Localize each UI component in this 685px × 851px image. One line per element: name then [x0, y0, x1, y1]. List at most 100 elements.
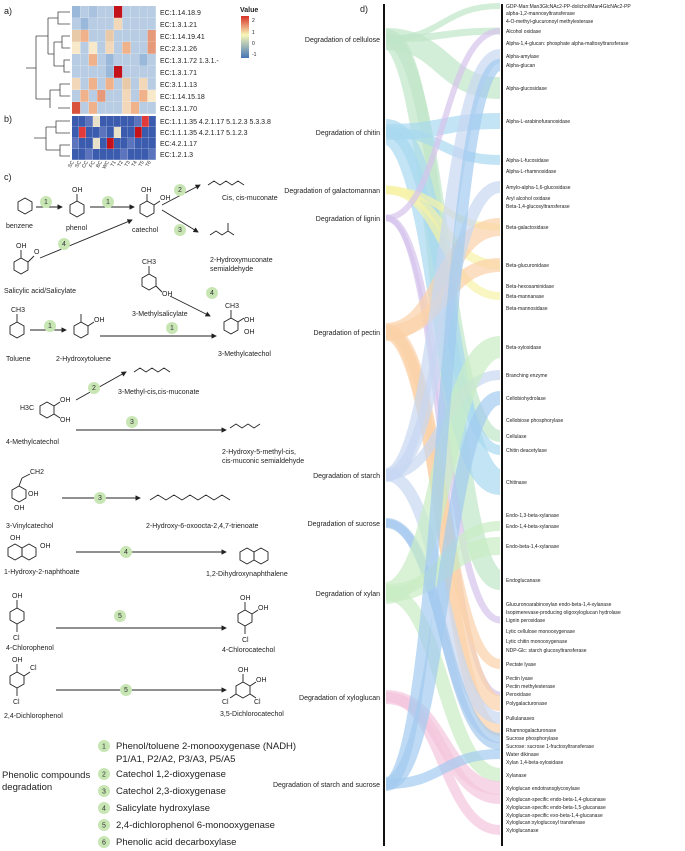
heatmap-column-label: WC: [101, 160, 111, 171]
atom-label: OH: [72, 187, 83, 194]
heatmap-cell: [114, 30, 123, 42]
heatmap-row-label: EC:1.3.1.70: [160, 106, 197, 113]
heatmap-cell: [139, 54, 148, 66]
heatmap-cell: [114, 127, 121, 138]
enzyme-badge: [98, 740, 110, 752]
sankey-enzyme: Water dikinase: [506, 752, 539, 758]
heatmap-cell: [88, 66, 97, 78]
sankey-category: Degradation of xylan: [316, 591, 380, 598]
heatmap-cell: [147, 78, 156, 90]
sankey-category: Degradation of sucrose: [308, 521, 380, 528]
pathway-diagram: [7, 180, 269, 699]
enzyme-badge: [120, 546, 132, 558]
sankey-enzyme: Alpha-glucan: [506, 63, 535, 69]
atom-label: OH: [256, 677, 267, 684]
heatmap-cell: [128, 149, 135, 160]
compound-label: benzene: [6, 223, 33, 230]
sankey-enzyme: Beta-xylosidase: [506, 345, 542, 351]
atom-label: Cl: [30, 665, 37, 672]
enzyme-badge: [98, 768, 110, 780]
compound-label: 3-Methylcatechol: [218, 351, 271, 358]
compound-label: 3-Vinylcatechol: [6, 523, 54, 530]
enzyme-badge: [98, 802, 110, 814]
heatmap-cell: [80, 42, 89, 54]
dichlorophenol-structure: [9, 671, 25, 689]
heatmap-cell: [97, 54, 106, 66]
heatmap-cell: [130, 78, 139, 90]
sankey-enzyme: Xylanase: [506, 773, 527, 779]
atom-label: OH: [60, 397, 71, 404]
colorbar: Value 2 1 0 -1: [240, 7, 258, 58]
heatmap-cell: [72, 42, 81, 54]
sankey-category: Degradation of galactomannan: [284, 188, 380, 195]
heatmap-cell: [107, 149, 114, 160]
sankey-enzyme: Alpha-L-rhamnosidase: [506, 169, 557, 175]
heatmap-cell: [149, 149, 156, 160]
dihydroxynaph-ring2: [253, 547, 269, 565]
heatmap-cell: [72, 116, 79, 127]
compound-label: 2,4-Dichlorophenol: [4, 713, 63, 720]
salicylate-structure: [13, 257, 29, 275]
compound-labels: benzene phenol catechol Cis, cis-muconat…: [4, 195, 304, 720]
enzyme-badge-number: 6: [102, 840, 106, 847]
heatmap-cell: [130, 42, 139, 54]
sankey-enzyme: Beta-mannanase: [506, 294, 544, 300]
sankey-enzyme: Glucuronoarabinoxylan endo-beta-1,4-xyla…: [506, 602, 612, 608]
hydroxymuconate-structure: [209, 223, 235, 236]
muconate-structure: [207, 180, 245, 186]
sankey-category: Degradation of cellulose: [305, 37, 380, 44]
heatmap-cell: [139, 78, 148, 90]
sankey-enzyme: Alpha-L-arabinofuranosidase: [506, 119, 570, 125]
heatmap-cell: [122, 90, 131, 102]
enzyme-badge: [94, 492, 106, 504]
colorbar-tick: 0: [252, 41, 255, 47]
enzyme-name: Catechol 2,3-dioxygenase: [116, 786, 226, 797]
panel-label-a: a): [4, 6, 12, 16]
heatmap-cell: [114, 18, 123, 30]
sankey-enzyme: Alpha-glucosidase: [506, 86, 547, 92]
heatmap-cell: [93, 127, 100, 138]
heatmap-cell: [122, 18, 131, 30]
enzyme-name: Catechol 1,2-dioxygenase: [116, 769, 226, 780]
atom-label: OH: [162, 291, 173, 298]
enzyme-badge-number: 4: [62, 241, 66, 248]
heatmap-b-row-labels: EC:1.1.1.35 4.2.1.17 5.1.2.3 5.3.3.8EC:1…: [160, 119, 271, 159]
sankey-category: Degradation of chitin: [316, 130, 380, 137]
heatmap-cell: [72, 138, 79, 149]
heatmap-column-label: FC: [88, 160, 97, 169]
heatmap-cell: [147, 66, 156, 78]
heatmap-cell: [80, 102, 89, 114]
compound-label: 3-Methylsalicylate: [132, 311, 188, 318]
sankey-category: Degradation of starch and sucrose: [273, 782, 380, 789]
heatmap-column-label: SC: [67, 160, 76, 169]
heatmap-cell: [114, 54, 123, 66]
sankey-enzyme: Alpha-1,4-glucan: phosphate alpha-maltos…: [506, 41, 629, 47]
heatmap-cell: [88, 78, 97, 90]
enzyme-subunits: P1/A1, P2/A2, P3/A3, P5/A5: [116, 754, 235, 765]
sankey-enzyme: Alcohol oxidase: [506, 29, 541, 35]
enzyme-badge-number: 3: [98, 495, 102, 502]
atom-label: OH: [141, 187, 152, 194]
colorbar-tick: 1: [252, 30, 255, 36]
sankey-enzyme: Beta-hexosaminidase: [506, 284, 554, 290]
heatmap-cell: [114, 102, 123, 114]
sankey-enzyme: Cellobiohydrolase: [506, 396, 546, 402]
heatmap-cell: [79, 149, 86, 160]
heatmap-cell: [88, 102, 97, 114]
heatmap-cell: [121, 138, 128, 149]
hydroxytoluene-structure: [73, 321, 89, 339]
sankey-enzyme: Endoglucanase: [506, 578, 541, 584]
heatmap-cell: [128, 116, 135, 127]
heatmap-cell: [130, 18, 139, 30]
heatmap-cell: [147, 30, 156, 42]
enzyme-name: Phenol/toluene 2-monooxygenase (NADH): [116, 741, 296, 752]
heatmap-row-label: EC:1.2.1.3: [160, 152, 193, 159]
atom-label: OH: [258, 605, 269, 612]
heatmap-cell: [86, 138, 93, 149]
heatmap-cell: [80, 54, 89, 66]
heatmap-cell: [149, 138, 156, 149]
atom-label: OH: [12, 657, 23, 664]
colorbar-title: Value: [240, 7, 258, 14]
sankey-enzyme: GDP-Man:Man3GlcNAc2-PP-dolichol/Man4GlcN…: [506, 4, 631, 10]
